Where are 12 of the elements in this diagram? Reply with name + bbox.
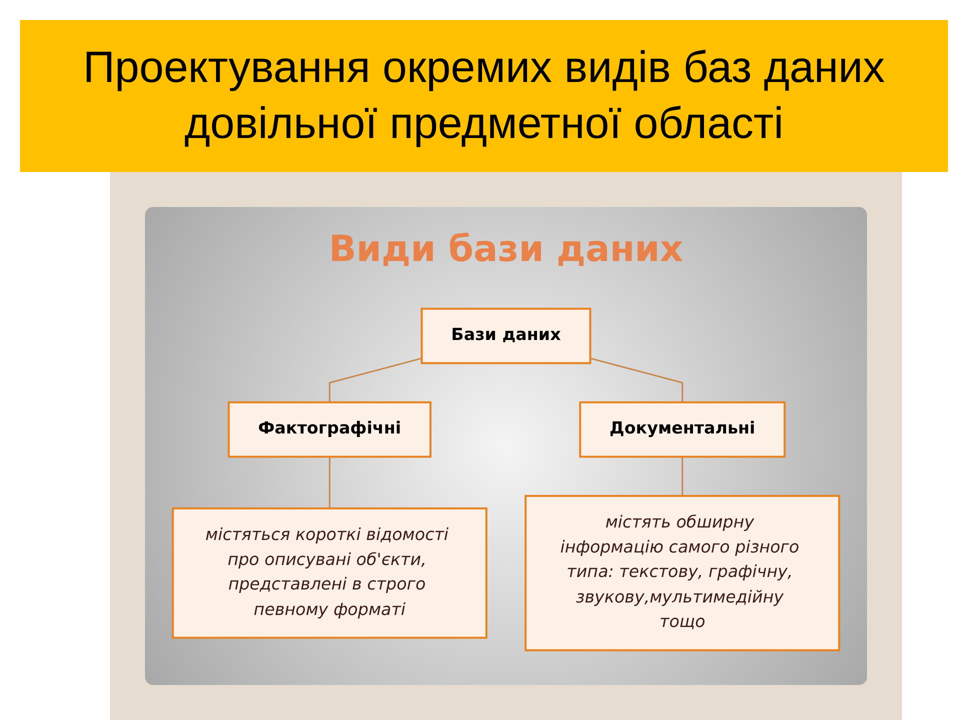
slide-title: Проектування окремих видів баз даних довільної предметної області [20,20,948,172]
slide-panel: Види бази даних Бази даних Фактографічні Документальні містяться короткі відомості про описувані об'єкти, представлені в строго певному форматі містять обширну інформацію самого різного типа: текстову, графічну, звукову,мультимедійну тощо [145,207,867,685]
connector [328,456,330,508]
node-box [420,308,592,364]
connector [328,358,422,402]
connector [682,456,684,496]
node-box [524,494,840,652]
connector [590,358,684,402]
node-box [579,401,786,458]
node-box [172,507,488,639]
node-box [228,401,432,458]
diagram-heading: Види бази даних [328,229,684,270]
